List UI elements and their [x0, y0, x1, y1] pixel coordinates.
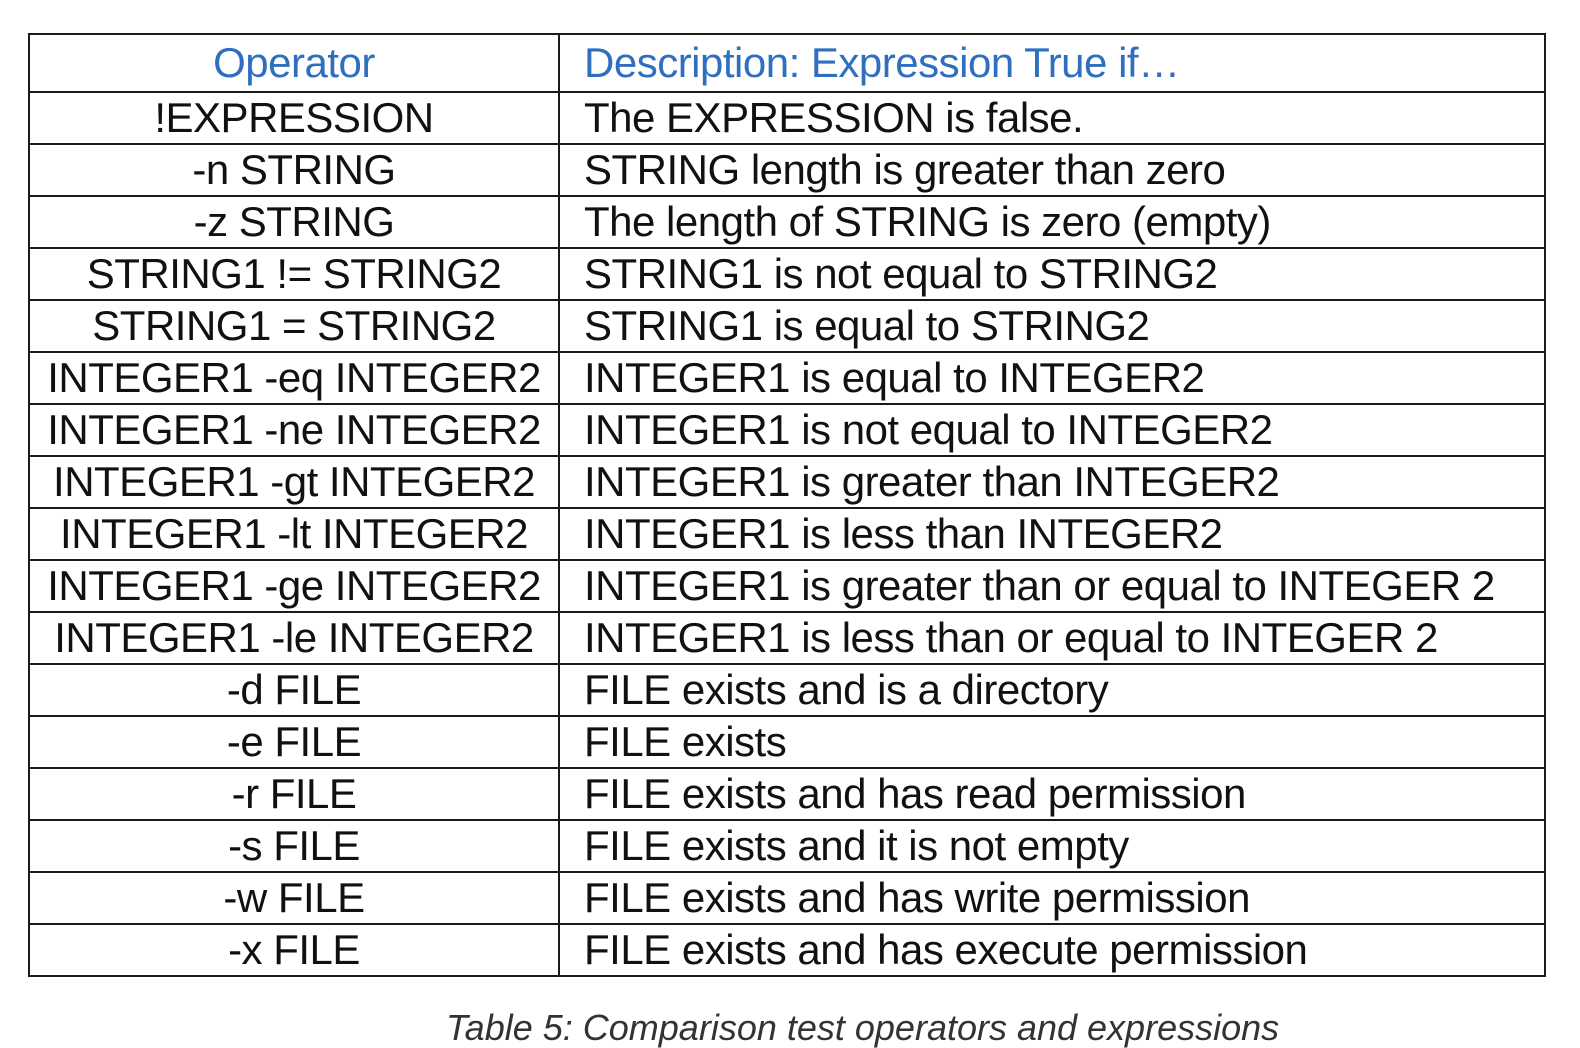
table-row: -n STRING STRING length is greater than …	[28, 143, 1546, 197]
description-cell: INTEGER1 is greater than INTEGER2	[558, 455, 1546, 509]
table-row: -d FILE FILE exists and is a directory	[28, 663, 1546, 717]
description-cell: FILE exists and is a directory	[558, 663, 1546, 717]
operator-cell: INTEGER1 -eq INTEGER2	[28, 351, 560, 405]
table-row: -r FILE FILE exists and has read permiss…	[28, 767, 1546, 821]
table-row: INTEGER1 -le INTEGER2 INTEGER1 is less t…	[28, 611, 1546, 665]
table-row: -s FILE FILE exists and it is not empty	[28, 819, 1546, 873]
operators-table-container: Operator Description: Expression True if…	[28, 33, 1546, 977]
operator-cell: -e FILE	[28, 715, 560, 769]
table-row: -x FILE FILE exists and has execute perm…	[28, 923, 1546, 977]
table-row: INTEGER1 -gt INTEGER2 INTEGER1 is greate…	[28, 455, 1546, 509]
table-row: -w FILE FILE exists and has write permis…	[28, 871, 1546, 925]
description-cell: STRING1 is not equal to STRING2	[558, 247, 1546, 301]
table-row: STRING1 = STRING2 STRING1 is equal to ST…	[28, 299, 1546, 353]
operator-cell: !EXPRESSION	[28, 91, 560, 145]
operator-cell: INTEGER1 -le INTEGER2	[28, 611, 560, 665]
table-row: INTEGER1 -eq INTEGER2 INTEGER1 is equal …	[28, 351, 1546, 405]
description-cell: STRING1 is equal to STRING2	[558, 299, 1546, 353]
description-cell: STRING length is greater than zero	[558, 143, 1546, 197]
operator-cell: INTEGER1 -ne INTEGER2	[28, 403, 560, 457]
description-cell: INTEGER1 is equal to INTEGER2	[558, 351, 1546, 405]
description-cell: FILE exists and has execute permission	[558, 923, 1546, 977]
table-body: !EXPRESSION The EXPRESSION is false. -n …	[28, 91, 1546, 977]
operator-cell: INTEGER1 -lt INTEGER2	[28, 507, 560, 561]
description-cell: The length of STRING is zero (empty)	[558, 195, 1546, 249]
description-cell: FILE exists and has write permission	[558, 871, 1546, 925]
table-row: STRING1 != STRING2 STRING1 is not equal …	[28, 247, 1546, 301]
operator-cell: -s FILE	[28, 819, 560, 873]
operator-cell: STRING1 = STRING2	[28, 299, 560, 353]
header-description: Description: Expression True if…	[558, 33, 1546, 93]
operators-table: Operator Description: Expression True if…	[28, 33, 1546, 977]
table-caption: Table 5: Comparison test operators and e…	[0, 1008, 1580, 1048]
description-cell: The EXPRESSION is false.	[558, 91, 1546, 145]
header-operator: Operator	[28, 33, 560, 93]
table-row: -e FILE FILE exists	[28, 715, 1546, 769]
operator-cell: -d FILE	[28, 663, 560, 717]
operator-cell: -r FILE	[28, 767, 560, 821]
description-cell: INTEGER1 is greater than or equal to INT…	[558, 559, 1546, 613]
description-cell: INTEGER1 is less than or equal to INTEGE…	[558, 611, 1546, 665]
description-cell: FILE exists	[558, 715, 1546, 769]
table-caption-text: Table 5: Comparison test operators and e…	[446, 1007, 1280, 1048]
description-cell: INTEGER1 is not equal to INTEGER2	[558, 403, 1546, 457]
table-header-row: Operator Description: Expression True if…	[28, 33, 1546, 93]
table-row: INTEGER1 -ge INTEGER2 INTEGER1 is greate…	[28, 559, 1546, 613]
operator-cell: -w FILE	[28, 871, 560, 925]
operator-cell: INTEGER1 -ge INTEGER2	[28, 559, 560, 613]
description-cell: INTEGER1 is less than INTEGER2	[558, 507, 1546, 561]
table-row: INTEGER1 -ne INTEGER2 INTEGER1 is not eq…	[28, 403, 1546, 457]
table-row: INTEGER1 -lt INTEGER2 INTEGER1 is less t…	[28, 507, 1546, 561]
operator-cell: INTEGER1 -gt INTEGER2	[28, 455, 560, 509]
operator-cell: -x FILE	[28, 923, 560, 977]
operator-cell: STRING1 != STRING2	[28, 247, 560, 301]
table-row: -z STRING The length of STRING is zero (…	[28, 195, 1546, 249]
description-cell: FILE exists and has read permission	[558, 767, 1546, 821]
operator-cell: -z STRING	[28, 195, 560, 249]
description-cell: FILE exists and it is not empty	[558, 819, 1546, 873]
table-row: !EXPRESSION The EXPRESSION is false.	[28, 91, 1546, 145]
operator-cell: -n STRING	[28, 143, 560, 197]
